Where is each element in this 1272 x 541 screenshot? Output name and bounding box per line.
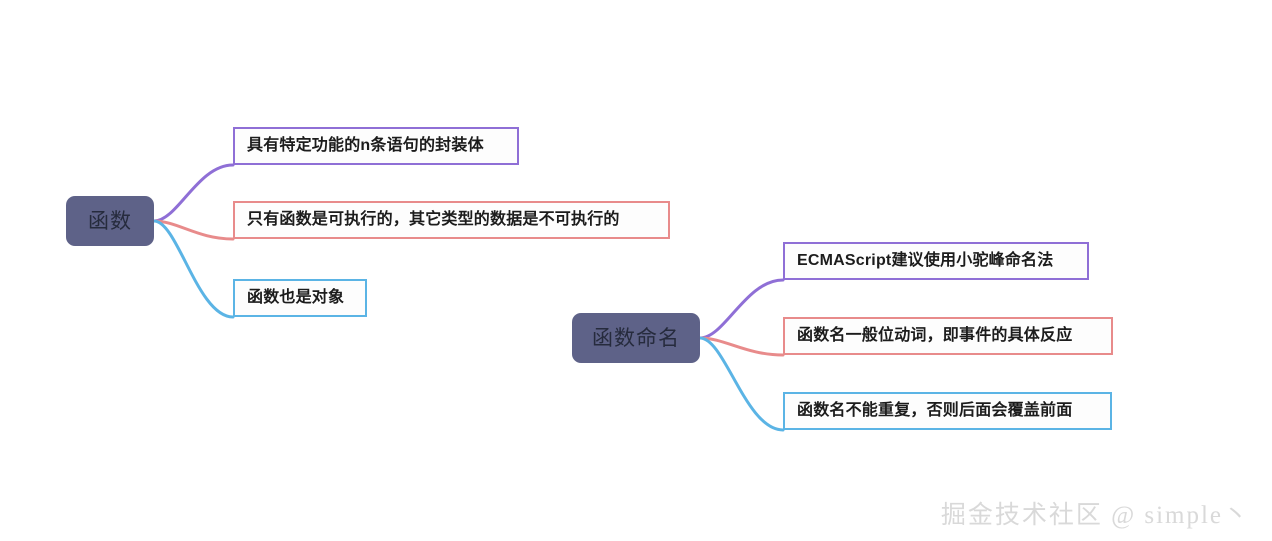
root-node-2[interactable]: 函数命名 <box>572 313 700 363</box>
connector-1-1 <box>152 163 235 223</box>
topic-box-1-2[interactable]: 只有函数是可执行的，其它类型的数据是不可执行的 <box>233 201 670 239</box>
connector-2-3 <box>698 336 785 432</box>
connector-1-2 <box>152 219 235 241</box>
topic-box-2-3[interactable]: 函数名不能重复，否则后面会覆盖前面 <box>783 392 1112 430</box>
topic-label: 函数也是对象 <box>247 289 345 306</box>
root-node-label: 函数命名 <box>592 326 680 350</box>
root-node-label: 函数 <box>88 209 132 233</box>
topic-box-2-2[interactable]: 函数名一般位动词，即事件的具体反应 <box>783 317 1113 355</box>
topic-label: 只有函数是可执行的，其它类型的数据是不可执行的 <box>247 211 620 228</box>
connector-1-3 <box>152 219 235 319</box>
connector-2-2 <box>698 336 785 357</box>
topic-label: 函数名不能重复，否则后面会覆盖前面 <box>797 402 1073 419</box>
topic-box-2-1[interactable]: ECMAScript建议使用小驼峰命名法 <box>783 242 1089 280</box>
topic-label: 函数名一般位动词，即事件的具体反应 <box>797 327 1073 344</box>
topic-box-1-1[interactable]: 具有特定功能的n条语句的封装体 <box>233 127 519 165</box>
connector-2-1 <box>698 278 785 340</box>
root-node-1[interactable]: 函数 <box>66 196 154 246</box>
watermark-text: 掘金技术社区 @ simple丶 <box>940 502 1250 529</box>
topic-label: 具有特定功能的n条语句的封装体 <box>247 137 484 154</box>
topic-box-1-3[interactable]: 函数也是对象 <box>233 279 367 317</box>
topic-label: ECMAScript建议使用小驼峰命名法 <box>797 252 1054 269</box>
